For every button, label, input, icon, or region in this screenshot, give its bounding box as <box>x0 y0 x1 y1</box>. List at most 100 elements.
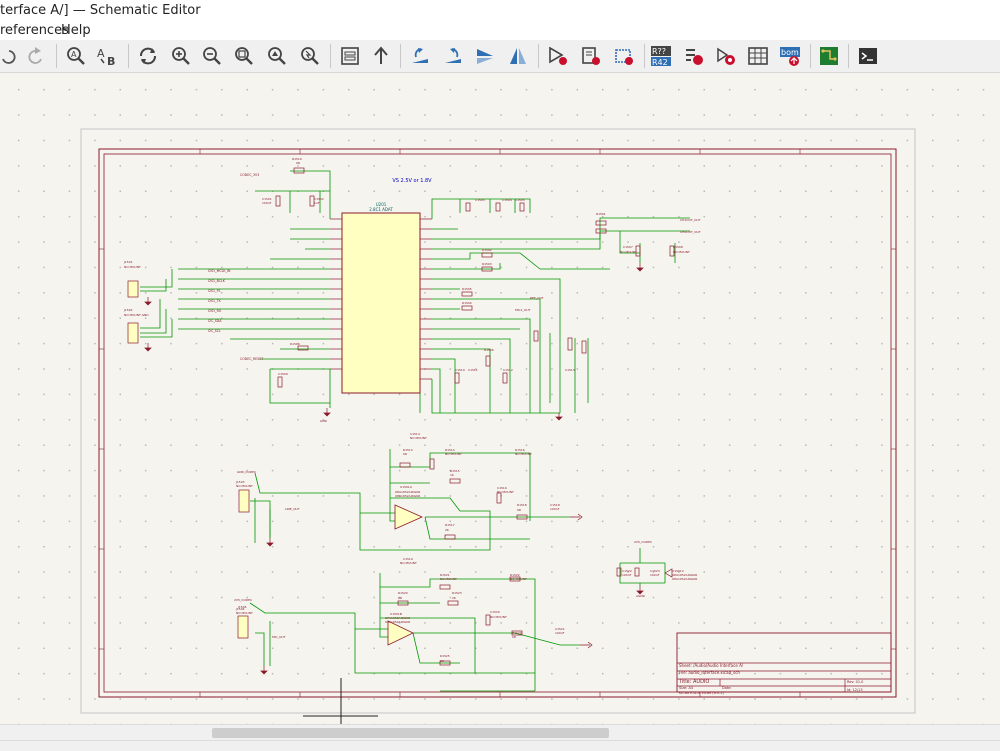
rotate-cw-icon[interactable] <box>440 43 466 69</box>
pcb-editor-icon[interactable] <box>816 43 842 69</box>
svg-text:2V5_CODEC: 2V5_CODEC <box>634 540 652 544</box>
toolbar-separator <box>330 44 331 68</box>
svg-text:R1501: R1501 <box>596 212 606 216</box>
ground-symbols <box>144 263 644 675</box>
svg-text:R1523: R1523 <box>452 591 462 595</box>
mirror-vertical-icon[interactable] <box>472 43 498 69</box>
svg-text:OPA1652AIDGKR: OPA1652AIDGKR <box>385 616 410 620</box>
schematic-canvas[interactable]: U201 2.8C1 ADAT VS 2.5V or 1.8V <box>0 73 1000 724</box>
svg-text:OPA1652AIDGKR: OPA1652AIDGKR <box>385 620 410 624</box>
zoom-objects-icon[interactable] <box>264 43 290 69</box>
title-block-id: Id: 12/13 <box>847 688 863 692</box>
svg-text:I2S1_BCLK: I2S1_BCLK <box>208 279 226 283</box>
schematic-drawing: U201 2.8C1 ADAT VS 2.5V or 1.8V <box>80 128 916 724</box>
undo-icon[interactable] <box>0 43 20 69</box>
passives-top <box>275 167 675 388</box>
zoom-out-icon[interactable] <box>199 43 225 69</box>
hierarchy-navigator-icon[interactable] <box>337 43 363 69</box>
annotate-icon[interactable]: R??R42 <box>648 43 674 69</box>
symbol-editor-icon[interactable] <box>545 43 571 69</box>
sheet-inner-border <box>103 153 892 693</box>
sheet-border <box>98 148 897 698</box>
svg-text:C1505: C1505 <box>515 198 525 202</box>
svg-text:NO MOUNT GND: NO MOUNT GND <box>124 313 149 317</box>
svg-text:C1511: C1511 <box>468 368 478 372</box>
svg-text:R1522: R1522 <box>510 573 520 577</box>
svg-text:2K: 2K <box>452 596 457 600</box>
symbol-library-icon[interactable] <box>578 43 604 69</box>
svg-text:R1520: R1520 <box>398 591 408 595</box>
scripting-console-icon[interactable] <box>855 43 881 69</box>
connectors-left <box>127 280 250 639</box>
svg-text:R1516: R1516 <box>515 448 525 452</box>
refresh-icon[interactable] <box>135 43 161 69</box>
ic-pins <box>330 218 432 380</box>
zoom-fit-icon[interactable] <box>231 43 257 69</box>
bom-export-icon[interactable]: bom <box>777 43 803 69</box>
menu-preferences[interactable]: references <box>0 23 69 38</box>
title-block-size: Size: A4 <box>679 686 694 690</box>
svg-text:C1502: C1502 <box>314 197 324 201</box>
title-block-date: Date: <box>722 686 732 690</box>
erc-icon[interactable] <box>681 43 707 69</box>
toolbar-separator <box>848 44 849 68</box>
menu-help[interactable]: Help <box>61 23 91 38</box>
zoom-selection-icon[interactable] <box>297 43 323 69</box>
output-arrow-1 <box>570 513 583 521</box>
svg-text:C1521: C1521 <box>555 627 565 631</box>
svg-text:100nF: 100nF <box>262 201 272 205</box>
svg-text:R1504: R1504 <box>462 301 472 305</box>
window-title: terface A/] — Schematic Editor <box>0 3 201 18</box>
svg-text:J1504: J1504 <box>235 607 245 611</box>
netlist-icon[interactable] <box>713 43 739 69</box>
svg-text:I2C_SCL: I2C_SCL <box>208 329 221 333</box>
svg-text:I2S1_MCLK_IN: I2S1_MCLK_IN <box>208 269 231 273</box>
svg-text:A: A <box>71 50 77 59</box>
svg-text:AGND: AGND <box>636 594 646 598</box>
svg-text:C1510: C1510 <box>455 368 465 372</box>
svg-text:C1507: C1507 <box>623 245 633 249</box>
bom-table-icon[interactable] <box>745 43 771 69</box>
svg-text:CODEC_3V3: CODEC_3V3 <box>240 173 259 177</box>
passives-opamp1 <box>399 458 528 540</box>
svg-text:I2S1_FS: I2S1_FS <box>208 289 220 293</box>
svg-text:NO MOUNT: NO MOUNT <box>510 577 527 581</box>
ic-ref: U201 <box>376 202 387 207</box>
page-outline <box>80 128 916 714</box>
redo-icon[interactable] <box>24 43 50 69</box>
svg-text:NO MOUNT: NO MOUNT <box>673 250 690 254</box>
svg-text:R1514: R1514 <box>445 448 455 452</box>
cursor-crosshair <box>303 678 378 724</box>
leave-sheet-icon[interactable] <box>368 43 394 69</box>
svg-text:2K: 2K <box>445 528 450 532</box>
opamp-1 <box>394 504 423 530</box>
window-titlebar: terface A/] — Schematic Editor <box>0 0 1000 22</box>
svg-text:REF_OUT: REF_OUT <box>530 296 544 300</box>
svg-text:MIC1_OUT: MIC1_OUT <box>515 308 531 312</box>
svg-text:R1524: R1524 <box>512 631 522 635</box>
svg-text:J1503: J1503 <box>235 480 245 484</box>
mirror-horizontal-icon[interactable] <box>505 43 531 69</box>
svg-text:R1517: R1517 <box>445 523 455 527</box>
svg-text:NO MOUNT: NO MOUNT <box>440 577 457 581</box>
footprint-assign-icon[interactable] <box>611 43 637 69</box>
find-icon[interactable]: A <box>63 43 89 69</box>
rotate-ccw-icon[interactable] <box>407 43 433 69</box>
passives-opamp2 <box>397 576 523 666</box>
zoom-in-icon[interactable] <box>168 43 194 69</box>
svg-text:100nF: 100nF <box>555 631 565 635</box>
svg-text:1uF: 1uF <box>314 201 320 205</box>
svg-text:0R: 0R <box>517 508 521 512</box>
svg-text:R42: R42 <box>652 58 668 67</box>
svg-text:100nF: 100nF <box>550 507 560 511</box>
svg-text:NO MOUNT: NO MOUNT <box>410 436 427 440</box>
svg-text:NO MOUNT: NO MOUNT <box>236 484 253 488</box>
svg-text:C1508: C1508 <box>673 245 683 249</box>
svg-text:C1523: C1523 <box>650 569 660 573</box>
horizontal-scrollbar[interactable] <box>0 724 1000 741</box>
scrollbar-thumb[interactable] <box>212 728 609 738</box>
